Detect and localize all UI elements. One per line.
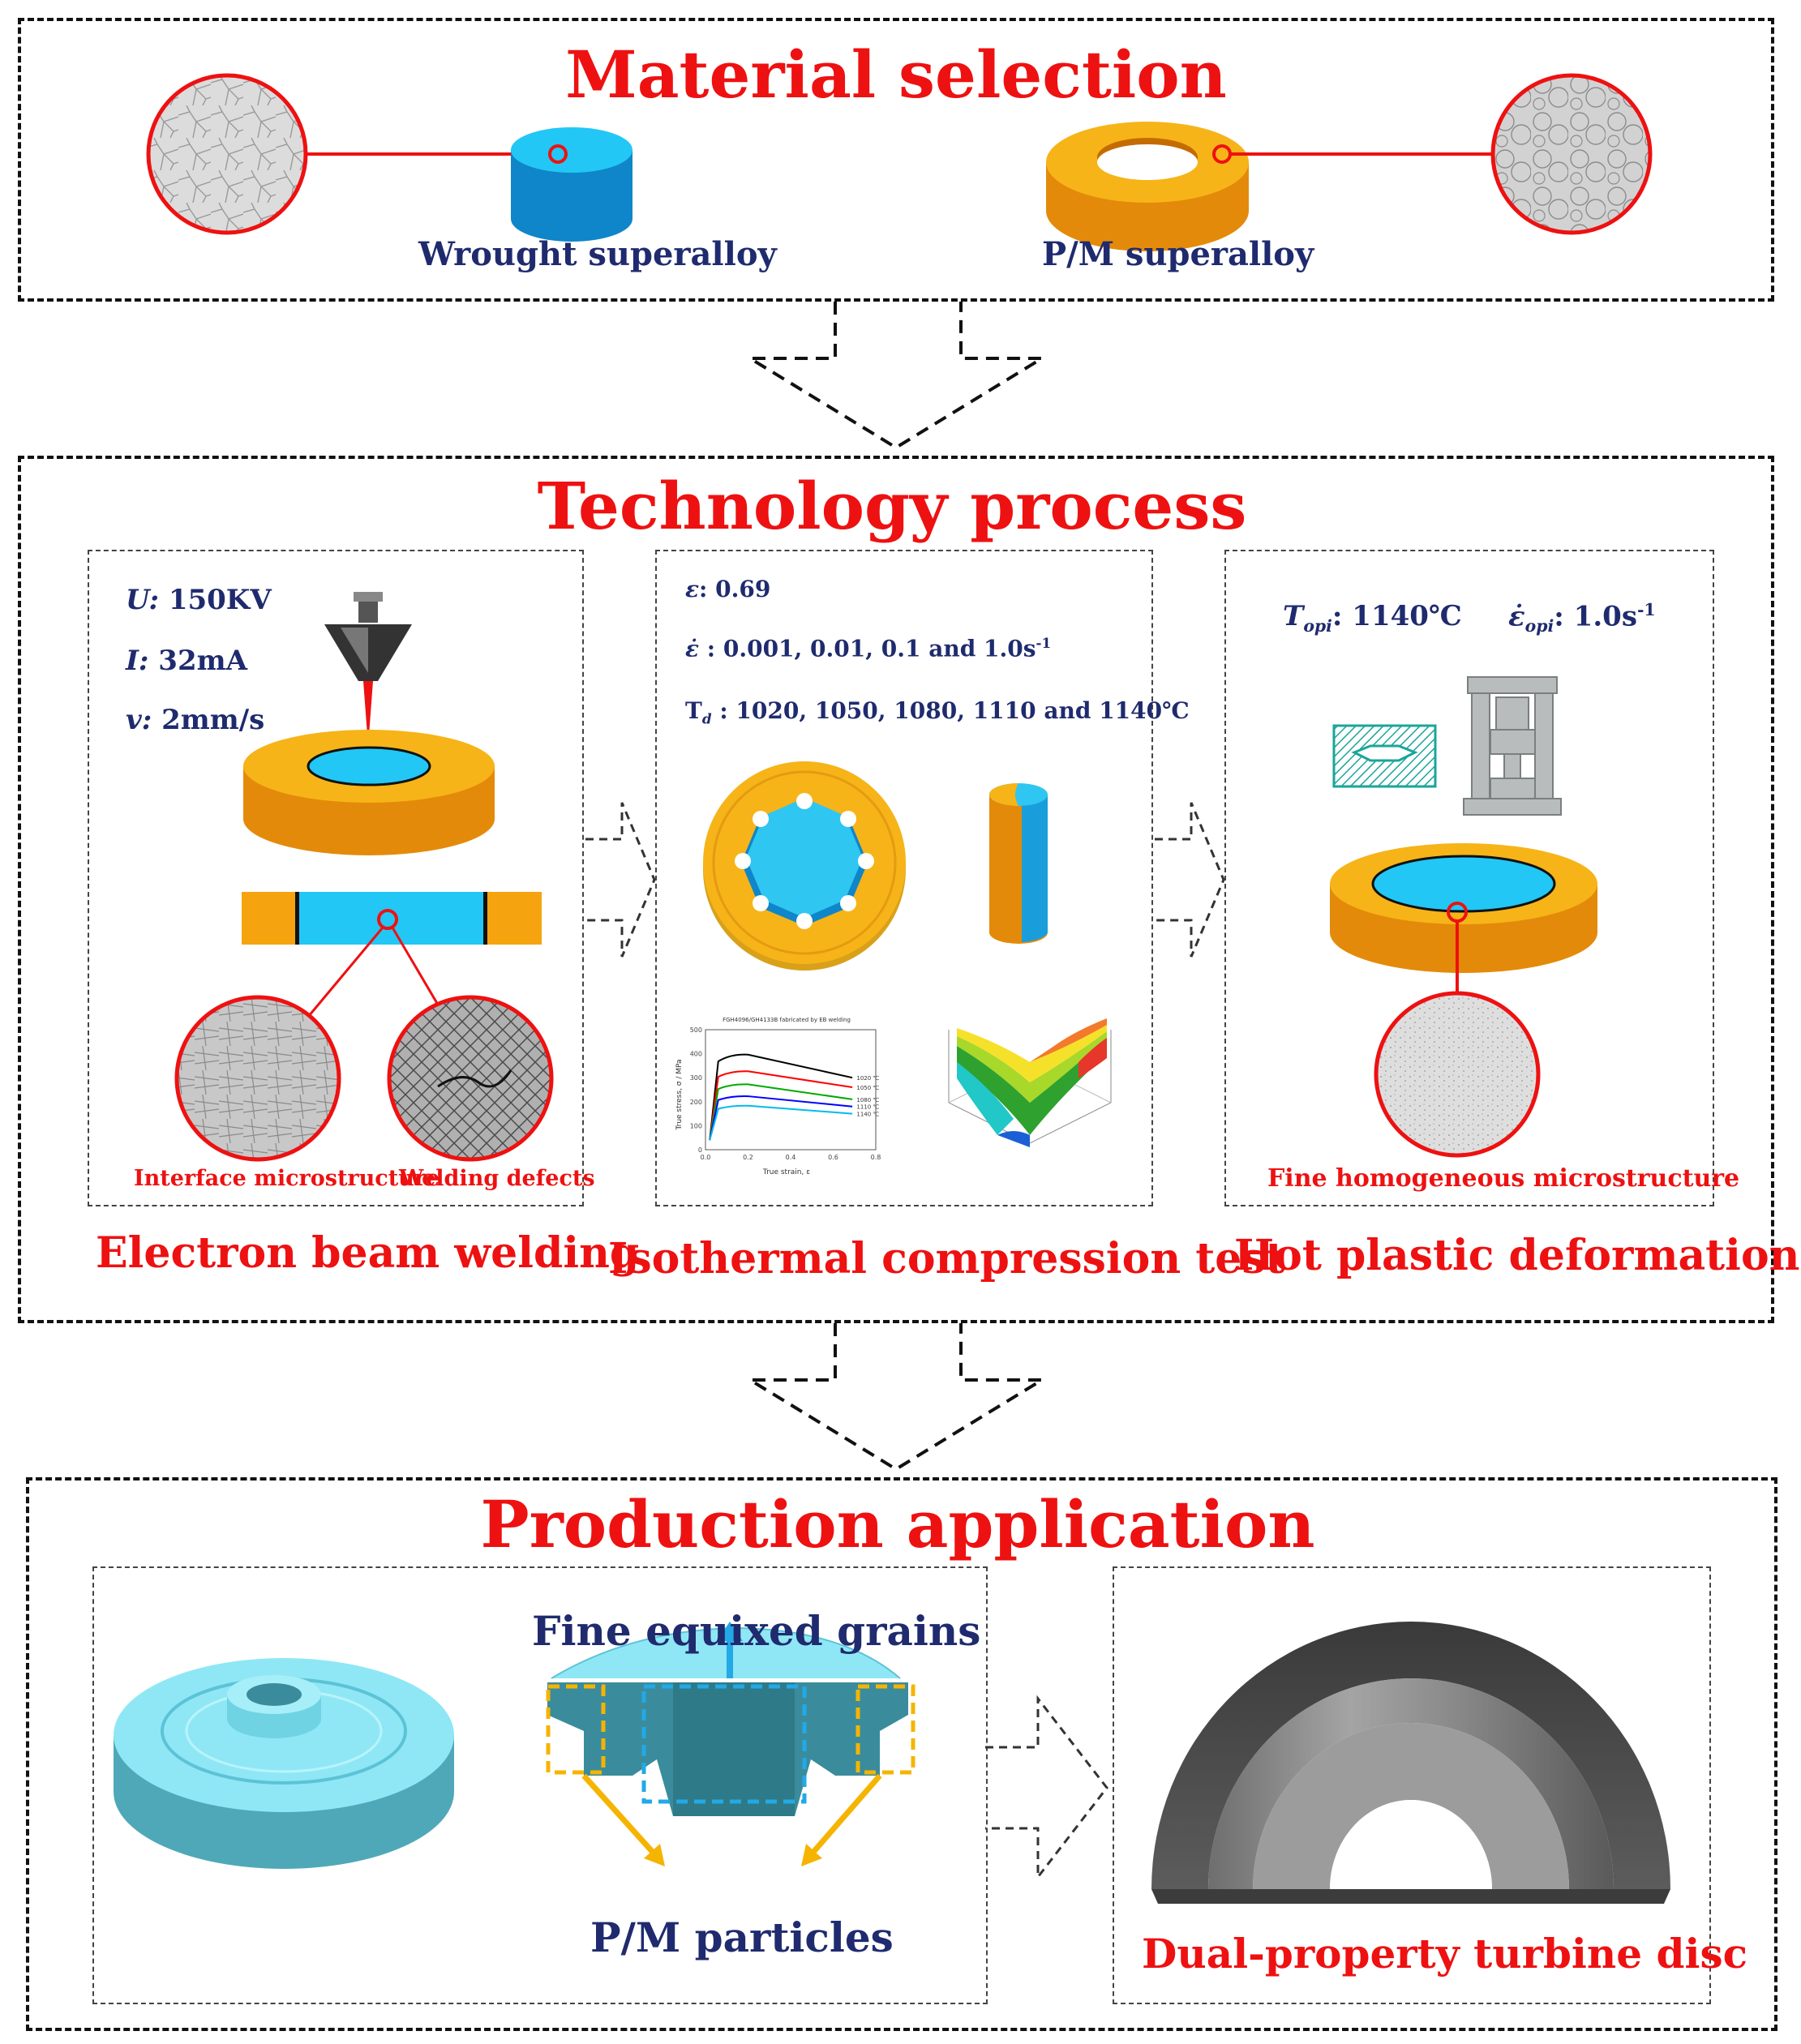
processing-map-surface: [948, 1018, 1112, 1147]
material-selection-title: Material selection: [565, 36, 1227, 113]
ebw-param-voltage: U: 150KV: [126, 584, 272, 616]
compression-caption: Isothermal compression test: [608, 1234, 1285, 1283]
curve-chart-ylabel: True stress, σ / MPa: [675, 1059, 684, 1130]
process-arrow-2: [1155, 802, 1225, 958]
wrought-micrograph: [146, 73, 308, 235]
fine-homogeneous-label: Fine homogeneous microstructure: [1267, 1164, 1740, 1193]
curve-chart-x-tick: 0.6: [828, 1154, 838, 1161]
fine-microstructure-micrograph: [1374, 991, 1541, 1158]
curve-chart-y-tick: 100: [690, 1122, 702, 1129]
curve-chart-y-tick: 400: [690, 1051, 702, 1058]
forging-die-icon: [1332, 724, 1437, 788]
ebw-subpanel: [88, 550, 584, 1206]
wrought-superalloy-illustration: [146, 73, 632, 242]
curve-chart-legend-label: 1140 ℃: [856, 1112, 879, 1118]
hot-deformation-param-rate: ε̇opi: 1.0s-1: [1508, 600, 1656, 636]
production-application-panel: Production application: [26, 1477, 1777, 2031]
curve-chart-x-tick: 0.8: [871, 1154, 881, 1161]
pm-superalloy-illustration: [1046, 73, 1653, 251]
curve-chart-y-tick: 0: [698, 1146, 702, 1154]
curve-chart-legend-label: 1110 ℃: [856, 1104, 879, 1111]
hot-deformation-subpanel: [1224, 550, 1714, 1206]
compression-param-rate: ε̇ : 0.001, 0.01, 0.1 and 1.0s-1: [685, 635, 1052, 662]
compression-param-strain: ε: 0.69: [685, 576, 771, 602]
curve-chart-title: FGH4096/GH4133B fabricated by EB welding: [723, 1017, 851, 1023]
curve-chart-series-line: [709, 1053, 853, 1141]
compression-specimen-illustration: [703, 761, 1048, 971]
interface-micrograph: [174, 995, 341, 1162]
curve-chart-x-tick: 0.2: [743, 1154, 753, 1161]
curve-chart-series-line: [709, 1095, 853, 1141]
turbine-disc-photo: [1151, 1622, 1670, 1904]
wrought-superalloy-label: Wrought superalloy: [418, 235, 777, 273]
production-application-title: Production application: [480, 1486, 1315, 1562]
curve-chart-y-tick: 500: [690, 1026, 702, 1034]
hot-deformation-param-temperature: Topi: 1140℃: [1283, 600, 1462, 636]
disc-model-subpanel: [92, 1566, 988, 2004]
application-arrow: [985, 1695, 1108, 1881]
ebw-param-speed: v: 2mm/s: [126, 704, 265, 736]
ebw-param-current: I: 32mA: [126, 645, 247, 677]
electron-gun-icon: [324, 592, 412, 746]
pm-superalloy-label: P/M superalloy: [1042, 235, 1314, 273]
curve-chart-legend-label: 1080 ℃: [856, 1097, 879, 1103]
technology-process-panel: Technology process: [18, 456, 1774, 1323]
material-selection-panel: Material selection: [18, 18, 1774, 302]
hot-deformation-caption: Hot plastic deformation: [1234, 1231, 1800, 1280]
flow-arrow-2: [744, 1323, 1048, 1472]
curve-chart-y-tick: 300: [690, 1074, 702, 1082]
curve-chart-legend-label: 1050 ℃: [856, 1085, 879, 1091]
process-arrow-1: [585, 802, 656, 958]
compression-subpanel: [655, 550, 1153, 1206]
ebw-illustration: [174, 592, 554, 1162]
welding-defects-label: Welding defects: [399, 1166, 595, 1191]
turbine-disc-label: Dual-property turbine disc: [1142, 1930, 1748, 1978]
technology-process-title: Technology process: [537, 468, 1247, 544]
curve-chart-frame: [705, 1029, 877, 1151]
curve-chart-x-tick: 0.0: [701, 1154, 711, 1161]
disc-model-illustration: [114, 1622, 916, 1869]
curve-chart-series-line: [709, 1104, 853, 1141]
fine-grains-label: Fine equixed grains: [532, 1607, 981, 1655]
interface-microstructure-label: Interface microstructure: [134, 1166, 440, 1191]
curve-chart-legend-label: 1020 ℃: [856, 1075, 879, 1082]
hot-deformation-illustration: [1330, 676, 1597, 1158]
turbine-disc-subpanel: [1113, 1566, 1711, 2004]
curve-chart-series-line: [709, 1070, 853, 1141]
ebw-caption: Electron beam welding: [96, 1228, 640, 1278]
forging-press-icon: [1463, 676, 1562, 816]
curve-chart-y-tick: 200: [690, 1099, 702, 1106]
pm-particles-label: P/M particles: [590, 1913, 894, 1961]
flow-arrow-1: [744, 302, 1048, 450]
compression-param-temperature: Td : 1020, 1050, 1080, 1110 and 1140℃: [685, 697, 1190, 727]
curve-chart-xlabel: True strain, ε: [762, 1168, 810, 1176]
curve-chart-series-line: [709, 1083, 853, 1141]
curve-chart-x-tick: 0.4: [786, 1154, 796, 1161]
pm-micrograph: [1490, 73, 1653, 235]
flow-stress-chart: FGH4096/GH4133B fabricated by EB welding…: [675, 1017, 881, 1176]
